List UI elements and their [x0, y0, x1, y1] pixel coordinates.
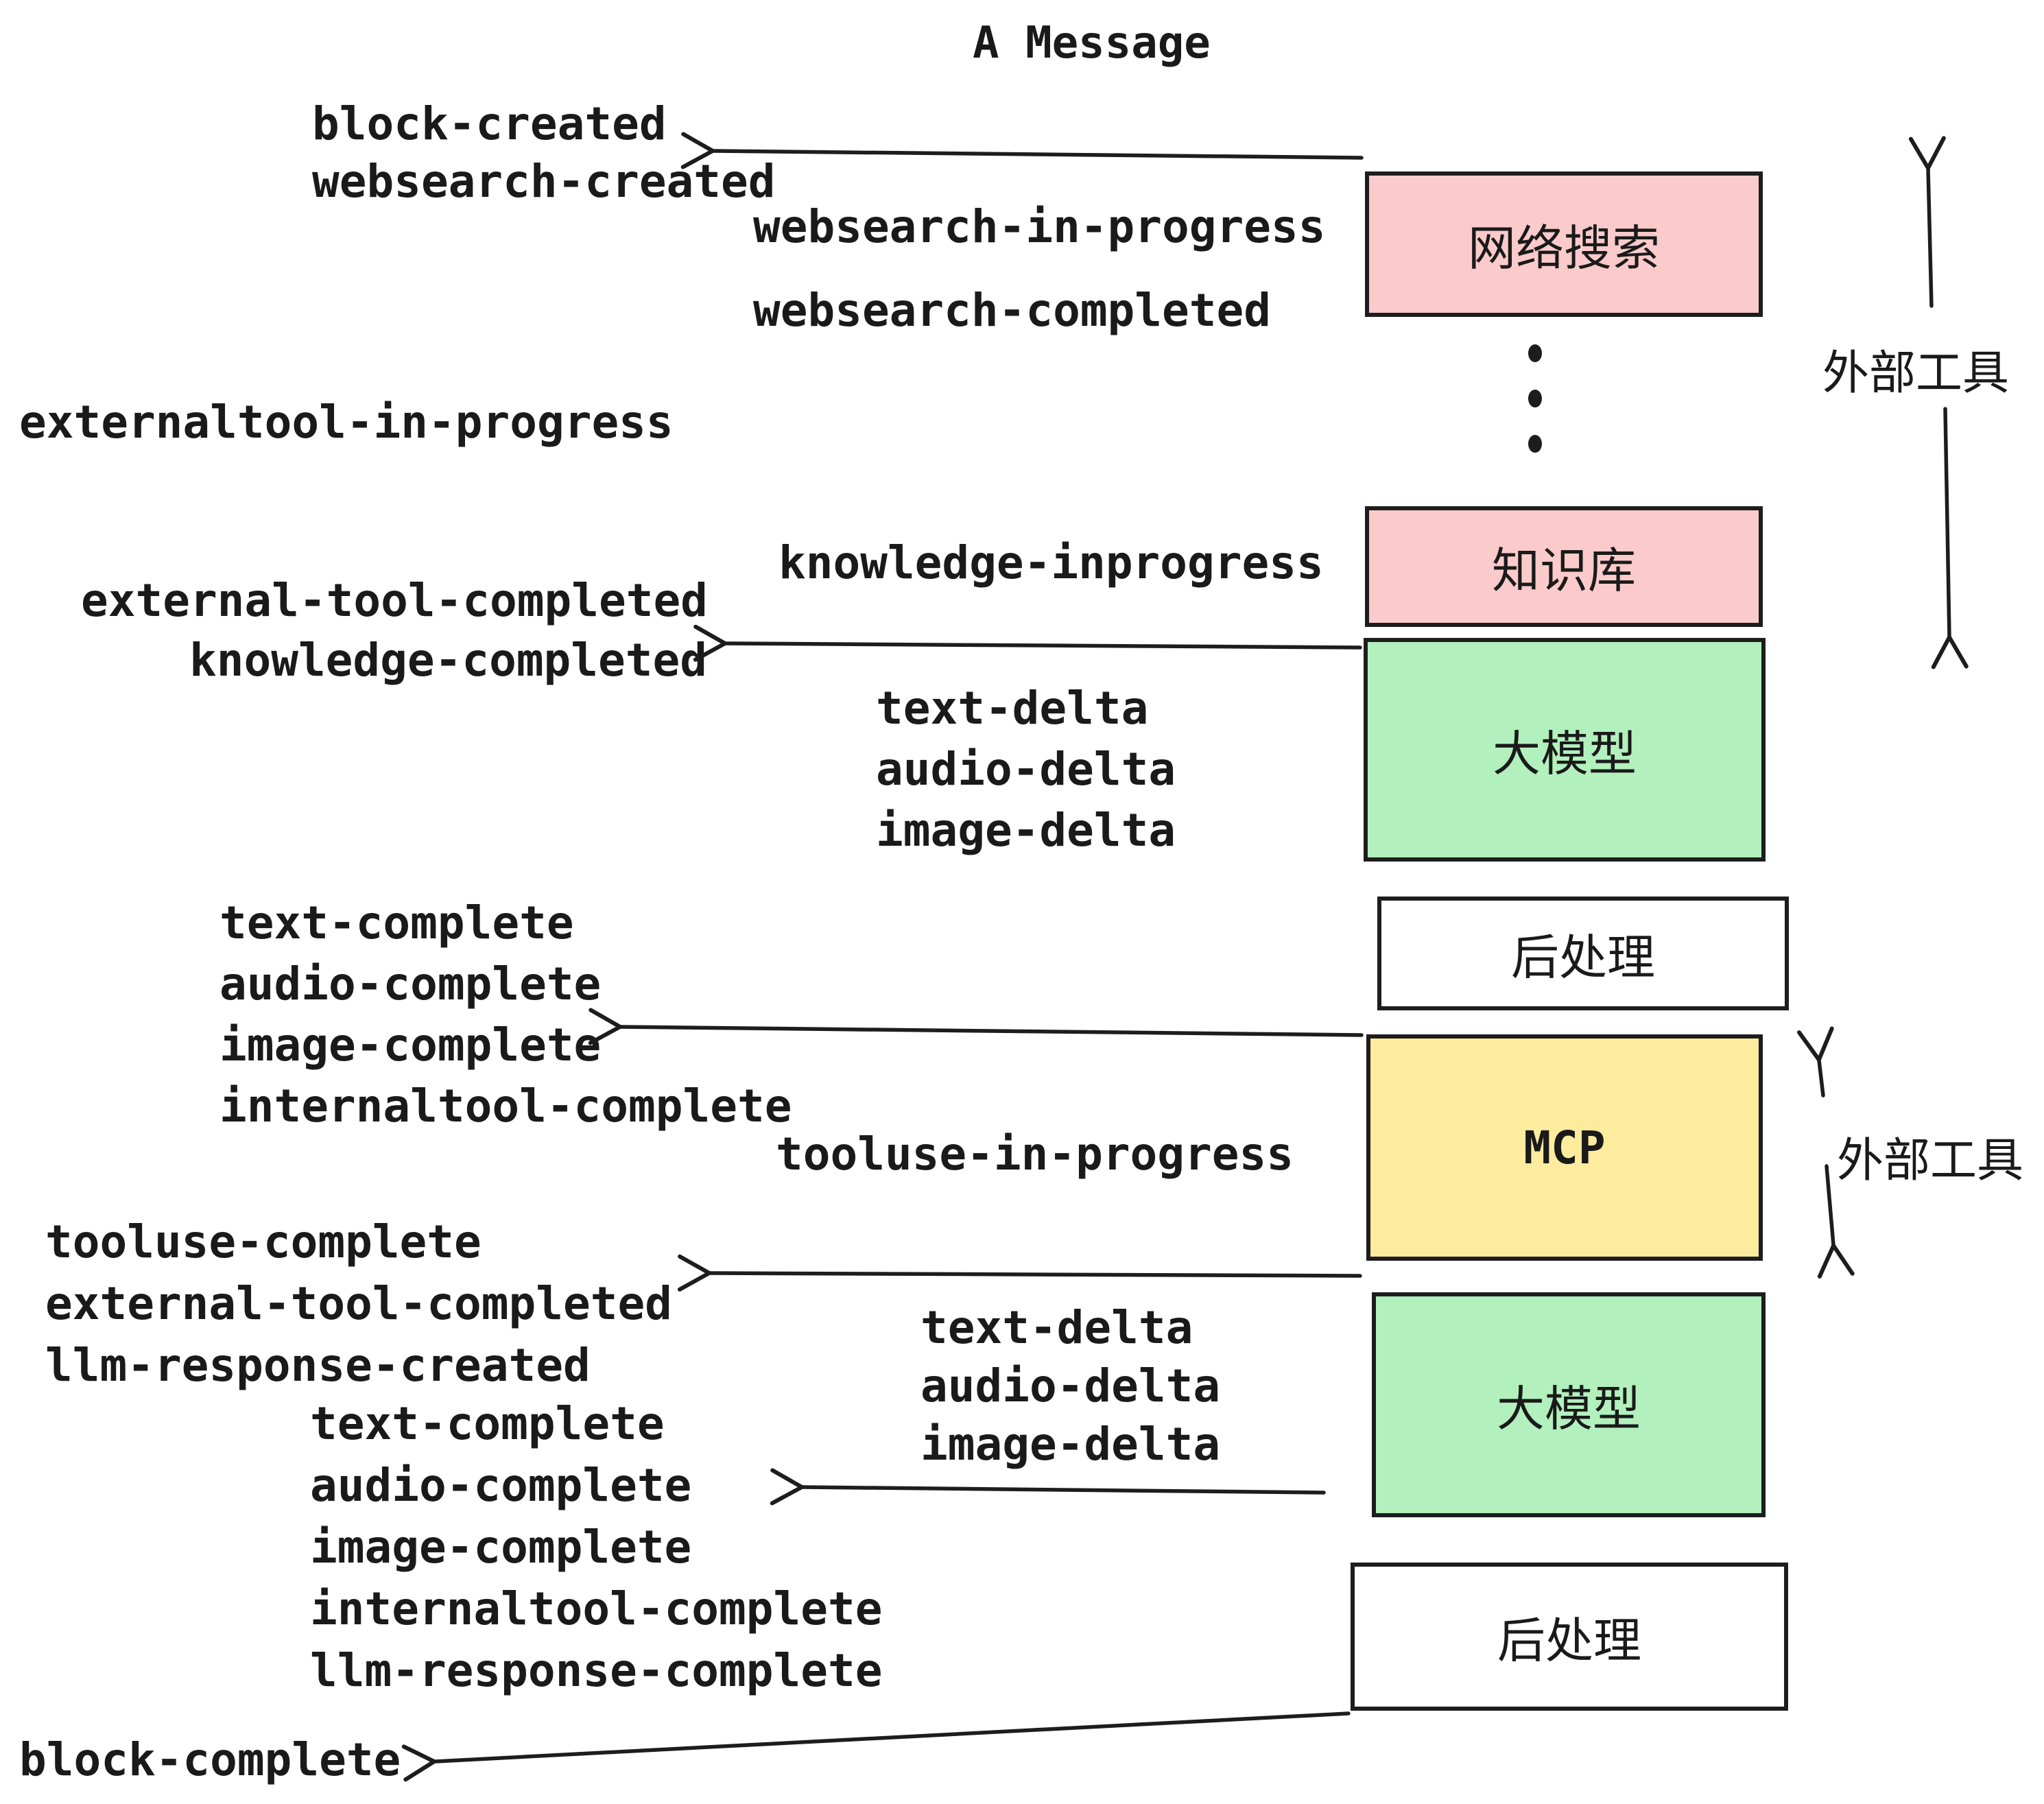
arrow-to-knowledge-completed	[693, 624, 1362, 662]
event-tooluse-in-progress: tooluse-in-progress	[776, 1128, 1294, 1180]
arrow-external-tools-up-2	[1797, 1026, 1834, 1097]
event-external-tool-completed-2: external-tool-completed	[45, 1277, 672, 1330]
event-image-complete-2: image-complete	[310, 1521, 692, 1574]
box-mcp: MCP	[1366, 1034, 1763, 1261]
event-audio-delta-2: audio-delta	[920, 1360, 1221, 1412]
event-image-delta: image-delta	[876, 804, 1176, 857]
event-text-complete-2: text-complete	[310, 1397, 665, 1450]
box-llm-2-label: 大模型	[1497, 1380, 1641, 1437]
event-audio-complete-2: audio-complete	[310, 1459, 692, 1512]
box-websearch-label: 网络搜索	[1468, 219, 1660, 276]
arrow-to-audio-complete	[770, 1468, 1326, 1506]
arrow-to-block-complete	[401, 1711, 1351, 1782]
event-image-complete: image-complete	[219, 1019, 602, 1071]
event-llm-response-created: llm-response-created	[45, 1339, 591, 1392]
arrow-websearch-to-created	[680, 132, 1364, 169]
event-audio-complete: audio-complete	[219, 958, 602, 1010]
event-internaltool-complete: internaltool-complete	[219, 1080, 792, 1132]
event-tooluse-complete: tooluse-complete	[45, 1215, 482, 1268]
arrow-to-tooluse-complete	[677, 1254, 1362, 1292]
box-websearch: 网络搜索	[1365, 171, 1763, 317]
event-knowledge-inprogress: knowledge-inprogress	[779, 536, 1324, 589]
arrow-external-tools-down-1	[1931, 407, 1969, 669]
event-websearch-in-progress: websearch-in-progress	[753, 200, 1326, 253]
box-mcp-label: MCP	[1523, 1121, 1606, 1174]
box-postprocess-2: 后处理	[1351, 1563, 1788, 1711]
event-llm-response-complete: llm-response-complete	[310, 1644, 883, 1697]
box-postprocess-1: 后处理	[1377, 897, 1789, 1010]
event-knowledge-completed: knowledge-completed	[189, 634, 707, 687]
page-title: A Message	[973, 18, 1211, 69]
box-knowledge-label: 知识库	[1492, 542, 1636, 599]
side-label-external-tools-2: 外部工具	[1837, 1134, 2024, 1188]
box-llm-2: 大模型	[1372, 1292, 1766, 1517]
side-label-external-tools-1: 外部工具	[1822, 346, 2010, 401]
event-block-complete: block-complete	[19, 1733, 401, 1786]
event-text-complete: text-complete	[219, 897, 574, 949]
box-knowledge: 知识库	[1365, 506, 1763, 627]
event-internaltool-complete-2: internaltool-complete	[310, 1582, 883, 1635]
event-audio-delta: audio-delta	[876, 743, 1176, 796]
box-llm-1: 大模型	[1364, 638, 1766, 862]
box-postprocess-1-label: 后处理	[1511, 929, 1655, 986]
event-text-delta-2: text-delta	[920, 1301, 1193, 1354]
arrow-to-image-complete	[588, 1008, 1364, 1045]
box-llm-1-label: 大模型	[1493, 725, 1637, 782]
event-external-tool-completed: external-tool-completed	[81, 574, 708, 627]
event-websearch-created: websearch-created	[312, 155, 776, 208]
event-block-created: block-created	[312, 97, 667, 150]
arrow-external-tools-up-1	[1908, 136, 1946, 308]
arrow-external-tools-down-2	[1817, 1164, 1855, 1279]
event-image-delta-2: image-delta	[920, 1418, 1221, 1471]
event-text-delta: text-delta	[876, 682, 1149, 735]
event-websearch-completed: websearch-completed	[753, 284, 1271, 337]
box-postprocess-2-label: 后处理	[1497, 1612, 1641, 1669]
event-externaltool-in-progress: externaltool-in-progress	[19, 396, 674, 449]
